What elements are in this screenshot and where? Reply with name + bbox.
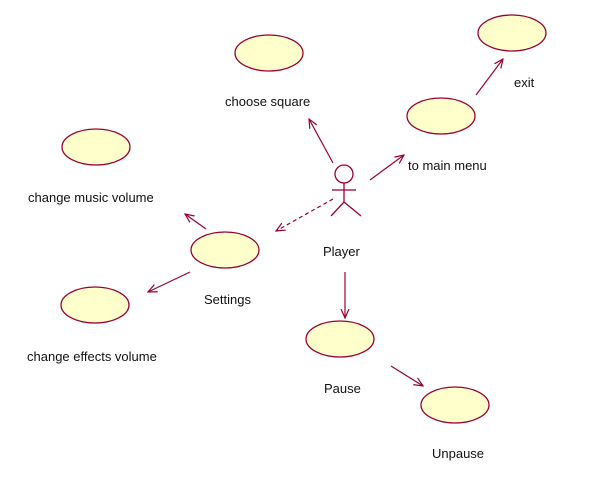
use-case-label-change-music-volume: change music volume: [28, 190, 154, 205]
use-case-exit-ellipse[interactable]: [477, 14, 547, 52]
use-case-choose-square-ellipse[interactable]: [234, 34, 304, 72]
association-player-to-choose-square: [309, 119, 334, 164]
use-case-unpause-ellipse[interactable]: [420, 386, 490, 424]
association-player-to-settings: [276, 198, 334, 231]
use-case-change-effects-volume-ellipse[interactable]: [60, 286, 130, 324]
use-case-settings-ellipse[interactable]: [190, 231, 260, 269]
use-case-label-unpause: Unpause: [432, 446, 485, 461]
association-main-menu-to-exit: [475, 59, 503, 96]
use-case-label-pause: Pause: [324, 381, 361, 396]
actor-label-player: Player: [323, 244, 360, 259]
association-player-to-main-menu: [369, 155, 404, 181]
association-pause-to-unpause: [390, 365, 423, 386]
use-case-pause-ellipse[interactable]: [305, 320, 375, 358]
use-case-label-exit: exit: [514, 75, 535, 90]
use-case-to-main-menu-ellipse[interactable]: [406, 97, 476, 135]
use-case-change-music-volume-ellipse[interactable]: [61, 128, 131, 166]
use-case-label-change-effects-volume: change effects volume: [27, 349, 157, 364]
stick-figure-icon[interactable]: [330, 164, 362, 217]
use-case-label-choose-square: choose square: [225, 94, 311, 109]
use-case-label-settings: Settings: [204, 292, 251, 307]
association-settings-to-effects-volume: [148, 271, 191, 292]
use-case-label-to-main-menu: to main menu: [408, 158, 487, 173]
association-settings-to-music-volume: [185, 214, 207, 230]
